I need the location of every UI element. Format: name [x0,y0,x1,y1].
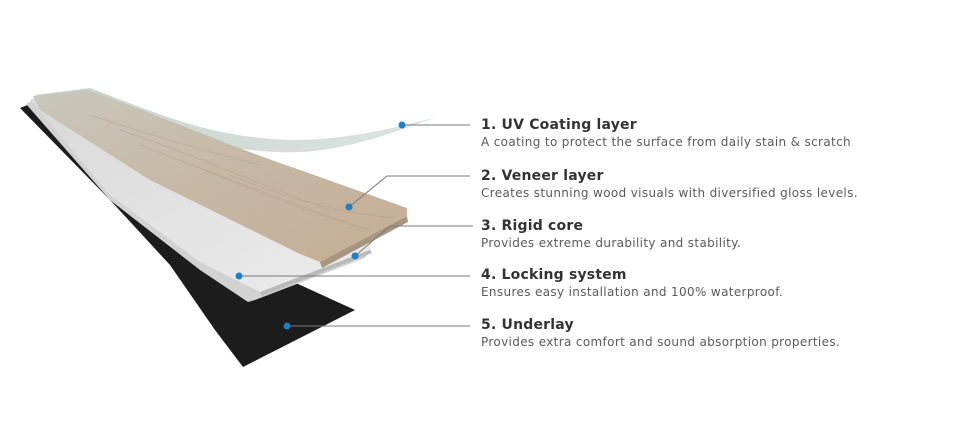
veneer-layer [33,90,407,262]
callout-dot-locking-system [235,272,243,280]
callout-dot-rigid-core [351,252,359,260]
layer-title: 3. Rigid core [481,218,584,234]
layer-label-rigid-core: 3. Rigid core Provides extreme durabilit… [481,217,741,252]
layer-title: 2. Veneer layer [481,168,604,184]
callout-dot-veneer [345,203,353,211]
leader-lines [239,124,473,327]
layer-label-underlay: 5. Underlay Provides extra comfort and s… [481,316,840,351]
layer-label-locking-system: 4. Locking system Ensures easy installat… [481,266,783,301]
layer-label-uv-coating: 1. UV Coating layer A coating to protect… [481,116,851,151]
leader-line-veneer [348,175,470,208]
layer-description: Provides extreme durability and stabilit… [481,236,742,250]
layer-title: 5. Underlay [481,317,574,333]
leader-line-rigid-core [354,225,473,257]
layer-description: A coating to protect the surface from da… [481,135,851,149]
layer-title: 1. UV Coating layer [481,117,637,133]
wood-grain [89,114,396,231]
layer-description: Creates stunning wood visuals with diver… [481,186,858,200]
layer-description: Provides extra comfort and sound absorpt… [481,335,841,349]
callout-dots [235,121,406,330]
layer-title: 4. Locking system [481,267,627,283]
layer-label-veneer: 2. Veneer layer Creates stunning wood vi… [481,167,858,202]
rigid-core-edge [260,250,372,296]
layer-description: Ensures easy installation and 100% water… [481,285,784,299]
callout-dot-uv-coating [398,121,406,129]
callout-dot-underlay [283,322,291,330]
